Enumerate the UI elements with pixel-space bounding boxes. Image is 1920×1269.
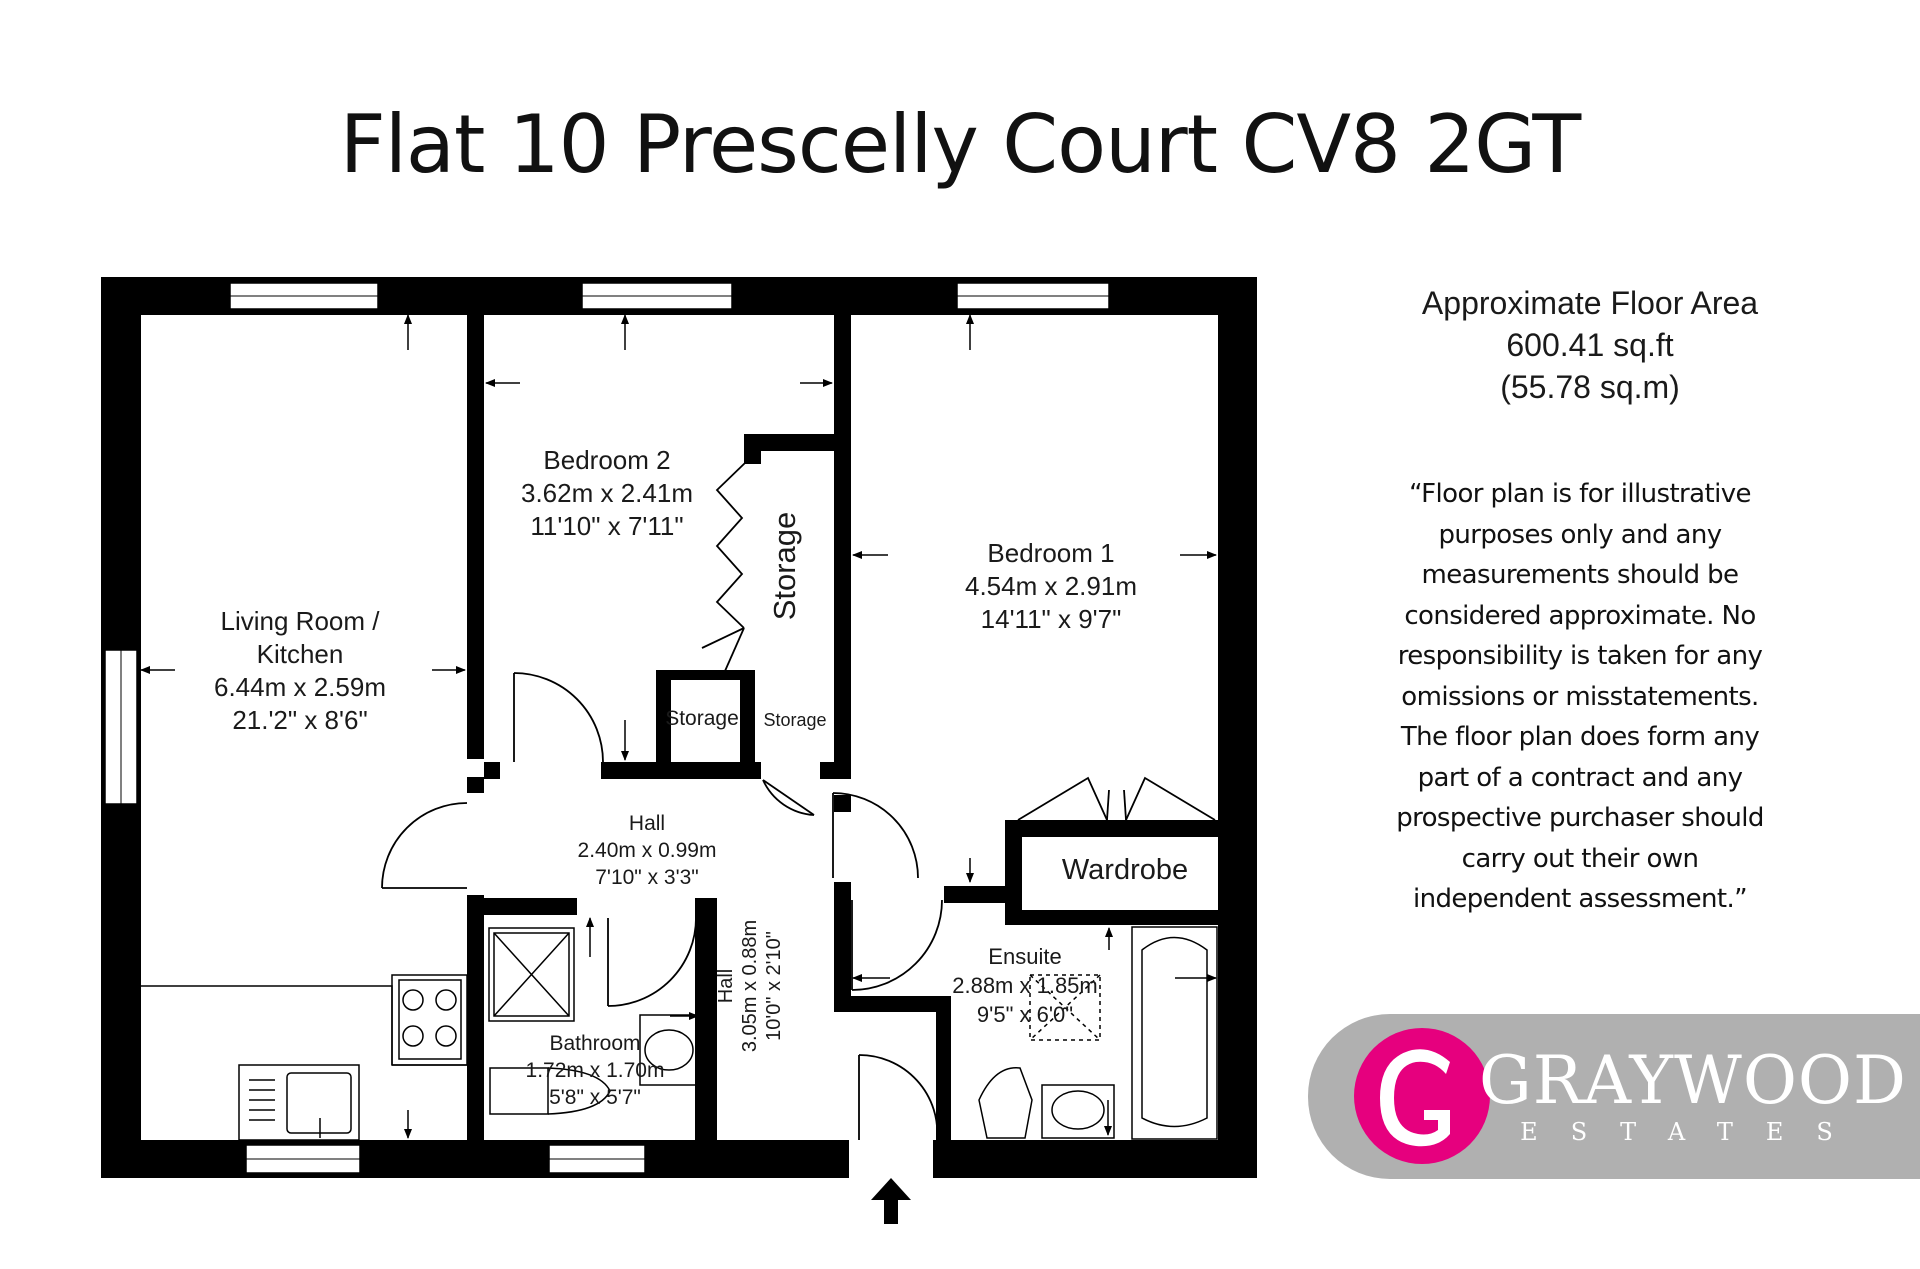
floor-area: Approximate Floor Area 600.41 sq.ft (55.… — [1330, 282, 1850, 408]
interior-walls — [467, 311, 1223, 1145]
room-name-line1: Living Room / — [220, 606, 380, 636]
room-metric: 2.88m x 1.85m — [952, 973, 1098, 998]
doors — [381, 672, 943, 1141]
floor-area-sqm: (55.78 sq.m) — [1500, 369, 1680, 405]
room-name: Wardrobe — [1061, 854, 1189, 886]
room-bathroom: Bathroom 1.72m x 1.70m 5'8" x 5'7" — [500, 1030, 690, 1111]
room-metric: 3.05m x 0.88m — [739, 919, 761, 1053]
logo-name: GRAYWOOD — [1479, 1042, 1907, 1119]
room-imperial: 5'8" x 5'7" — [549, 1086, 641, 1109]
room-bedroom-1: Bedroom 1 4.54m x 2.91m 14'11" x 9'7" — [941, 537, 1161, 636]
room-name: Hall — [628, 812, 666, 835]
room-metric: 1.72m x 1.70m — [525, 1059, 665, 1082]
room-imperial: 10'0" x 2'10" — [763, 931, 785, 1041]
room-storage-large: Storage — [767, 491, 803, 641]
room-hall: Hall 2.40m x 0.99m 7'10" x 3'3" — [547, 810, 747, 891]
room-name: Hall — [715, 968, 737, 1004]
bifold-doors — [701, 461, 1216, 821]
room-name: Storage — [763, 710, 827, 730]
room-ensuite: Ensuite 2.88m x 1.85m 9'5" x 6'0" — [925, 942, 1125, 1029]
room-metric: 2.40m x 0.99m — [577, 839, 717, 862]
room-name-line2: Kitchen — [256, 639, 344, 669]
room-metric: 6.44m x 2.59m — [214, 672, 386, 702]
room-hall-2: Hall 3.05m x 0.88m 10'0" x 2'10" — [714, 916, 786, 1056]
window-panes — [120, 295, 1109, 1160]
room-metric: 3.62m x 2.41m — [521, 478, 693, 508]
room-metric: 4.54m x 2.91m — [965, 571, 1137, 601]
room-storage-b: Storage — [755, 709, 835, 731]
disclaimer-text: “Floor plan is for illustrative purposes… — [1396, 479, 1764, 914]
page-title: Flat 10 Prescelly Court CV8 2GT — [339, 98, 1582, 191]
room-name: Bathroom — [549, 1032, 641, 1055]
room-wardrobe: Wardrobe — [1035, 853, 1215, 887]
room-bedroom-2: Bedroom 2 3.62m x 2.41m 11'10" x 7'11" — [497, 444, 717, 543]
room-imperial: 11'10" x 7'11" — [530, 511, 684, 541]
dimension-arrows — [140, 314, 1217, 1139]
room-imperial: 7'10" x 3'3" — [595, 866, 699, 889]
bathroom-fittings — [488, 927, 699, 1115]
room-imperial: 9'5" x 6'0" — [976, 1002, 1074, 1027]
entrance-arrow-icon — [871, 1178, 911, 1224]
logo-subtitle: ESTATES — [1520, 1118, 1866, 1146]
room-imperial: 21.'2" x 8'6" — [232, 705, 368, 735]
room-name: Ensuite — [988, 944, 1062, 969]
ensuite-fittings — [978, 926, 1218, 1140]
room-name: Storage — [665, 707, 739, 730]
room-storage-a: Storage — [658, 706, 746, 732]
room-living-kitchen: Living Room / Kitchen 6.44m x 2.59m 21.'… — [190, 605, 410, 737]
kitchen-fittings — [141, 974, 468, 1141]
storage-partitions — [658, 670, 668, 765]
graywood-g-logo-icon — [1354, 1028, 1490, 1164]
room-name: Bedroom 2 — [543, 445, 671, 475]
room-name: Storage — [767, 511, 802, 621]
graywood-logo: GRAYWOOD ESTATES — [1308, 1014, 1920, 1179]
floor-area-sqft: 600.41 sq.ft — [1506, 327, 1674, 363]
room-imperial: 14'11" x 9'7" — [980, 604, 1122, 634]
room-name: Bedroom 1 — [987, 538, 1115, 568]
floor-area-heading: Approximate Floor Area — [1421, 285, 1759, 321]
